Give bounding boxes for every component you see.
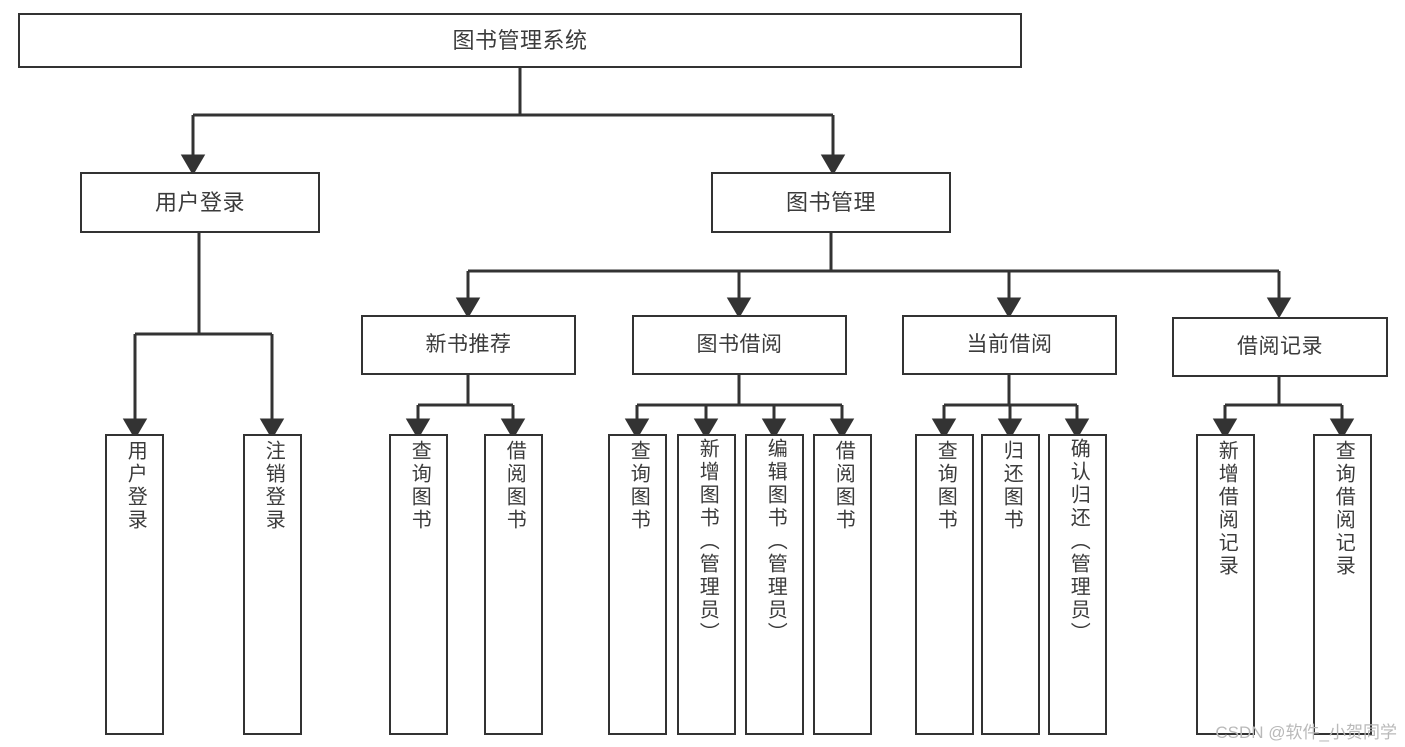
node-user-login[interactable]: 用户登录 (80, 172, 320, 233)
node-leaf-edit-book-label: 编辑图书（管理员） (764, 438, 787, 645)
csdn-watermark: CSDN @软件_小贺同学 (1215, 723, 1397, 742)
node-leaf-user-login-label: 用户登录 (124, 440, 147, 532)
node-leaf-borrow-book-2-label: 借阅图书 (832, 440, 855, 532)
node-new-book-recommend-label: 新书推荐 (425, 332, 512, 356)
node-leaf-borrow-book-2[interactable]: 借阅图书 (813, 434, 872, 735)
node-book-manage[interactable]: 图书管理 (711, 172, 951, 233)
node-leaf-user-login[interactable]: 用户登录 (105, 434, 164, 735)
node-leaf-query-record-label: 查询借阅记录 (1332, 440, 1355, 578)
node-user-login-label: 用户登录 (154, 189, 245, 215)
node-leaf-add-record-label: 新增借阅记录 (1215, 440, 1238, 578)
node-leaf-query-book-2-label: 查询图书 (627, 440, 650, 532)
node-book-borrow-label: 图书借阅 (696, 332, 783, 356)
node-current-borrow-label: 当前借阅 (966, 332, 1053, 356)
node-leaf-return-book[interactable]: 归还图书 (981, 434, 1040, 735)
node-leaf-borrow-book-1[interactable]: 借阅图书 (484, 434, 543, 735)
node-leaf-edit-book[interactable]: 编辑图书（管理员） (745, 434, 804, 735)
node-book-manage-label: 图书管理 (785, 189, 876, 215)
node-root[interactable]: 图书管理系统 (18, 13, 1022, 68)
node-leaf-query-record[interactable]: 查询借阅记录 (1313, 434, 1372, 735)
node-leaf-logout[interactable]: 注销登录 (243, 434, 302, 735)
node-leaf-add-book[interactable]: 新增图书（管理员） (677, 434, 736, 735)
node-borrow-record-label: 借阅记录 (1237, 334, 1323, 358)
node-leaf-query-book-2[interactable]: 查询图书 (608, 434, 667, 735)
node-leaf-add-book-label: 新增图书（管理员） (696, 438, 719, 645)
node-leaf-query-book-1[interactable]: 查询图书 (389, 434, 448, 735)
node-root-label: 图书管理系统 (452, 27, 588, 53)
node-leaf-logout-label: 注销登录 (262, 440, 285, 532)
node-leaf-query-book-3[interactable]: 查询图书 (915, 434, 974, 735)
node-current-borrow[interactable]: 当前借阅 (902, 315, 1117, 375)
node-leaf-add-record[interactable]: 新增借阅记录 (1196, 434, 1255, 735)
node-leaf-borrow-book-1-label: 借阅图书 (503, 440, 526, 532)
node-leaf-query-book-1-label: 查询图书 (408, 440, 431, 532)
node-borrow-record[interactable]: 借阅记录 (1172, 317, 1388, 377)
node-leaf-return-book-label: 归还图书 (1000, 440, 1023, 532)
node-new-book-recommend[interactable]: 新书推荐 (361, 315, 576, 375)
node-book-borrow[interactable]: 图书借阅 (632, 315, 847, 375)
node-leaf-confirm-return[interactable]: 确认归还（管理员） (1048, 434, 1107, 735)
node-leaf-query-book-3-label: 查询图书 (934, 440, 957, 532)
node-leaf-confirm-return-label: 确认归还（管理员） (1067, 438, 1090, 645)
